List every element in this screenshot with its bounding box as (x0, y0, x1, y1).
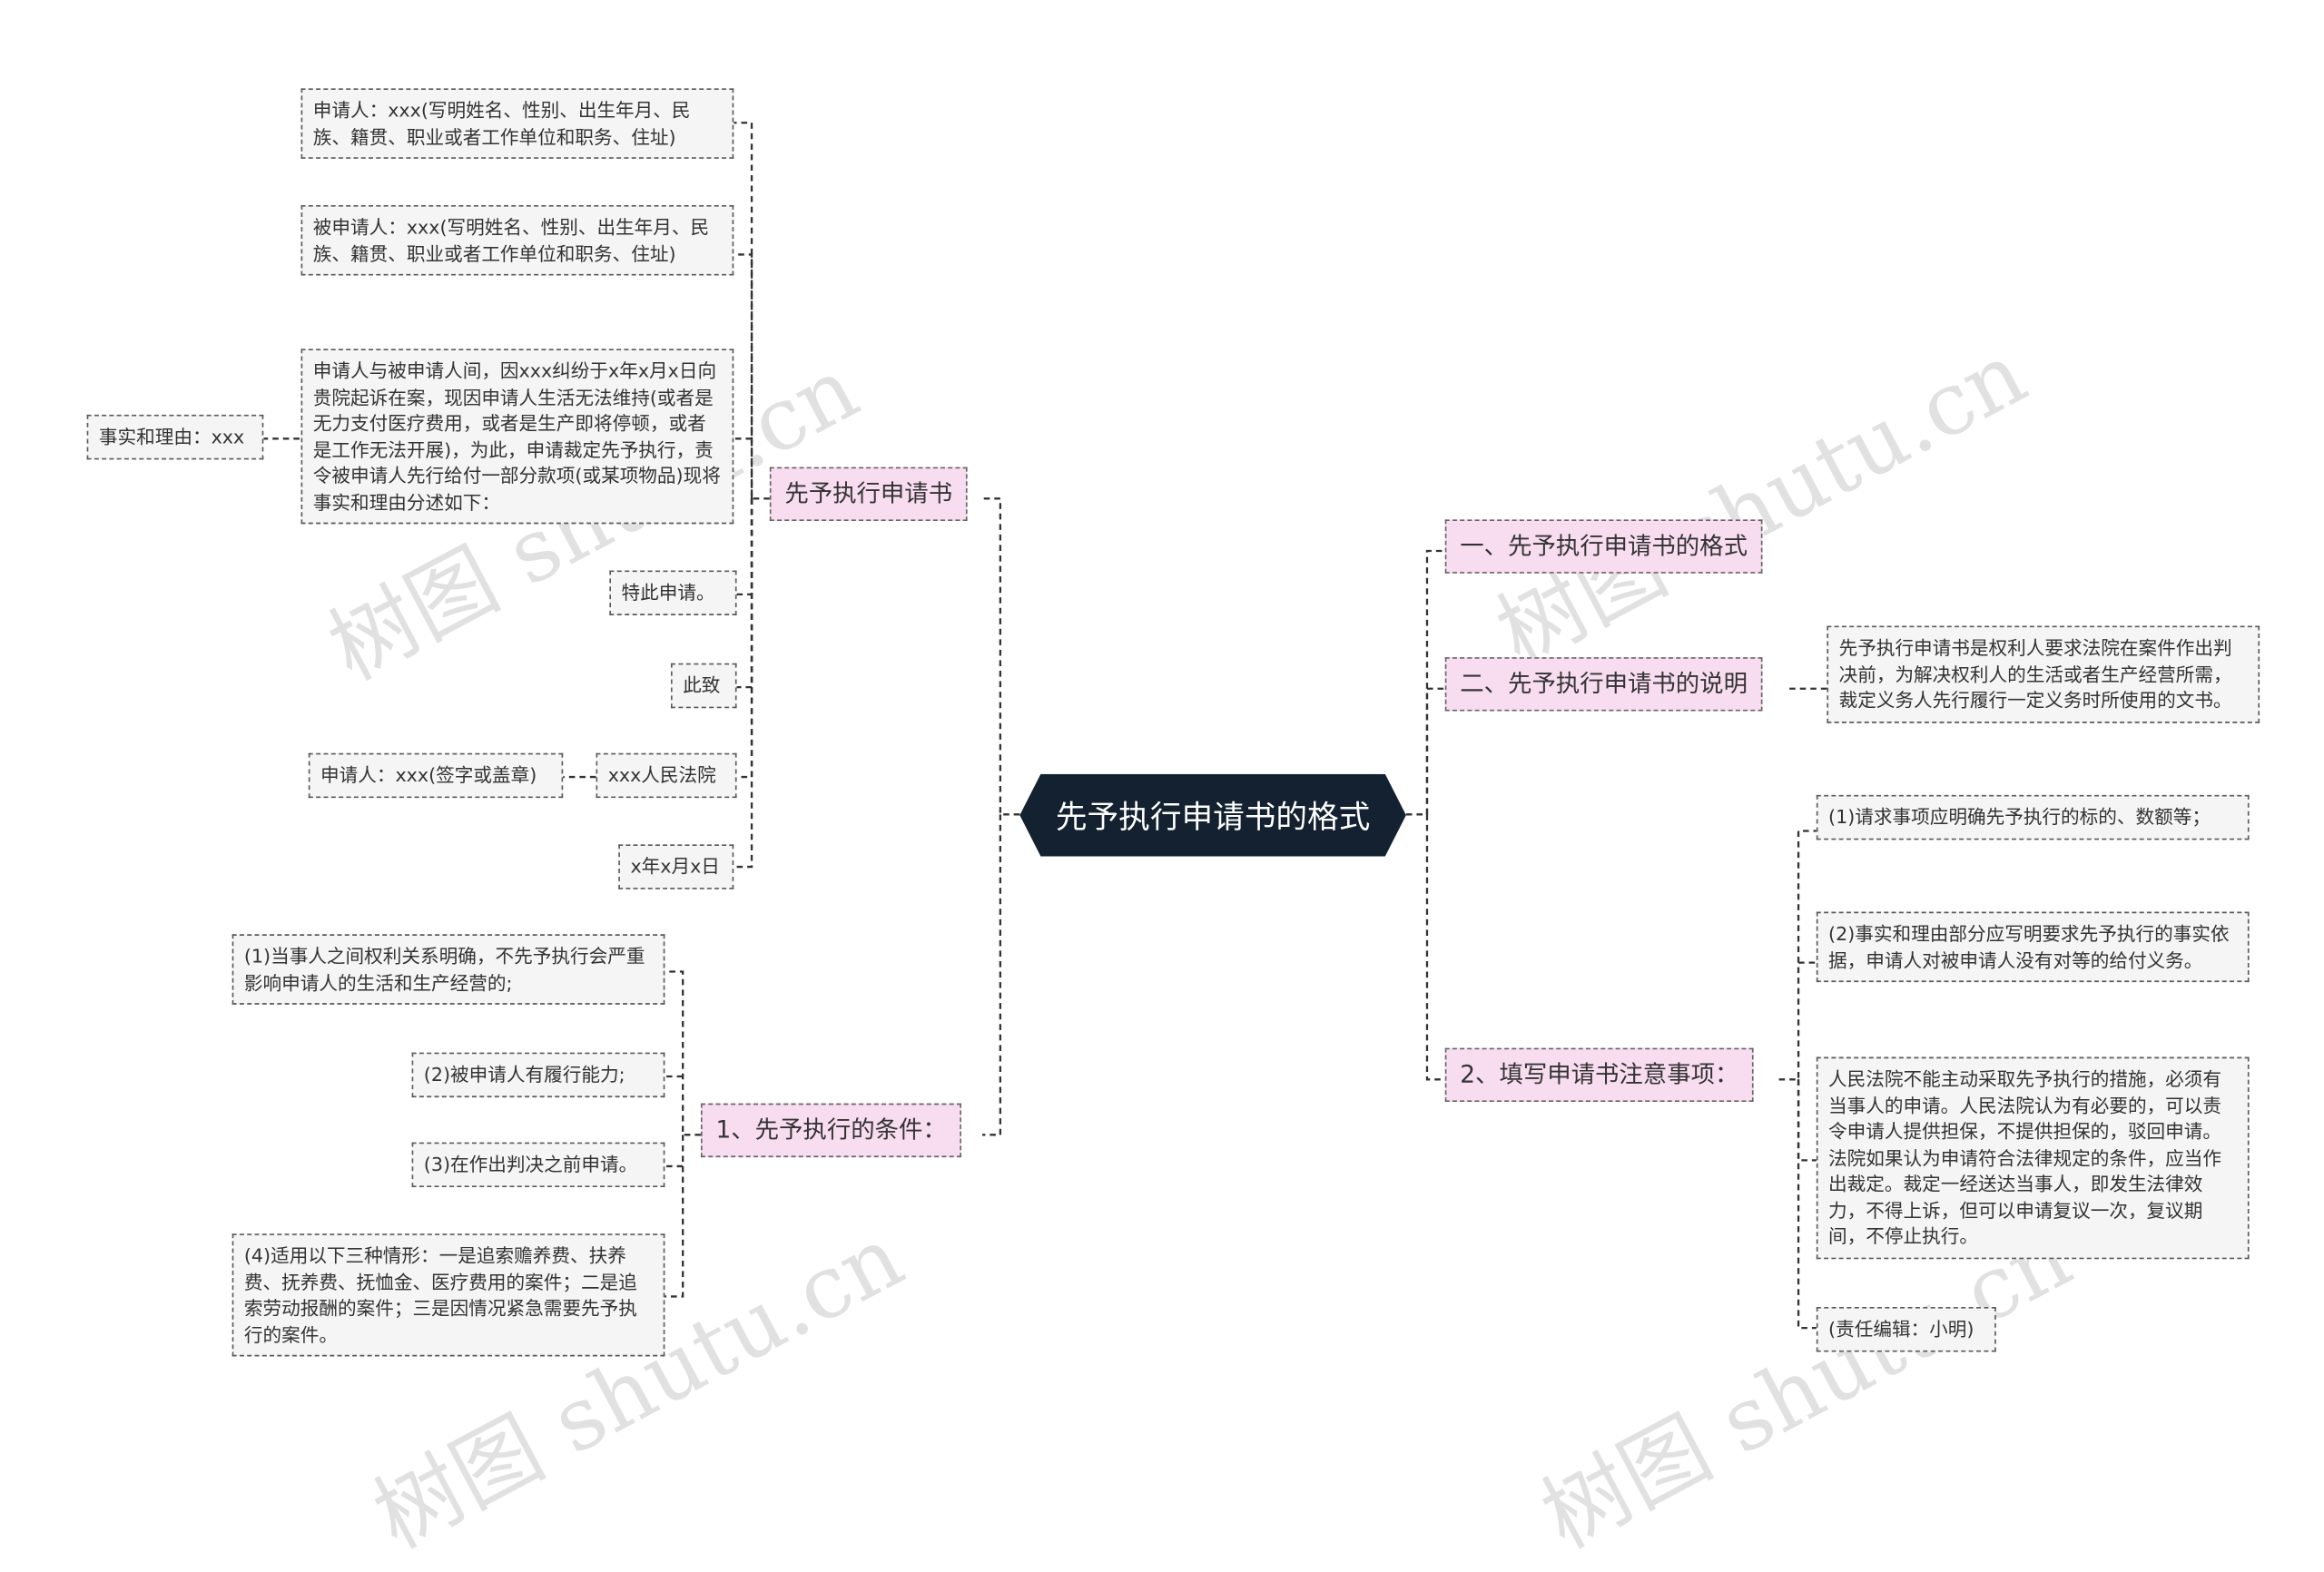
branch-explain[interactable]: 二、先予执行申请书的说明 (1444, 657, 1763, 712)
branch-conditions[interactable]: 1、先予执行的条件： (700, 1103, 962, 1158)
condition-3[interactable]: (3)在作出判决之前申请。 (411, 1142, 665, 1187)
editor-note[interactable]: (责任编辑：小明) (1816, 1307, 1996, 1351)
condition-1[interactable]: (1)当事人之间权利关系明确，不先予执行会严重影响申请人的生活和生产经营的; (231, 934, 665, 1005)
respondent-info[interactable]: 被申请人：xxx(写明姓名、性别、出生年月、民族、籍贯、职业或者工作单位和职务、… (300, 204, 734, 276)
applicant-info[interactable]: 申请人：xxx(写明姓名、性别、出生年月、民族、籍贯、职业或者工作单位和职务、住… (300, 88, 734, 159)
note-2[interactable]: (2)事实和理由部分应写明要求先予执行的事实依据，申请人对被申请人没有对等的给付… (1816, 911, 2250, 983)
condition-4[interactable]: (4)适用以下三种情形：一是追索赡养费、扶养费、抚养费、抚恤金、医疗费用的案件；… (231, 1233, 665, 1357)
note-1[interactable]: (1)请求事项应明确先予执行的标的、数额等； (1816, 794, 2250, 840)
branch-application[interactable]: 先予执行申请书 (769, 467, 968, 522)
salutation[interactable]: 此致 (670, 663, 737, 708)
facts-and-reasons[interactable]: 事实和理由：xxx (86, 414, 264, 459)
condition-2[interactable]: (2)被申请人有履行能力; (411, 1052, 665, 1097)
explain-text[interactable]: 先予执行申请书是权利人要求法院在案件作出判决前，为解决权利人的生活或者生产经营所… (1827, 625, 2260, 722)
root-topic[interactable]: 先予执行申请书的格式 (1019, 774, 1406, 857)
note-3[interactable]: 人民法院不能主动采取先予执行的措施，必须有当事人的申请。人民法院认为有必要的，可… (1816, 1056, 2250, 1259)
closing-request[interactable]: 特此申请。 (609, 570, 737, 615)
mindmap-canvas: 树图 shutu.cn 树图 shutu.cn 树图 shutu.cn 树图 s… (86, 88, 2260, 1568)
branch-format[interactable]: 一、先予执行申请书的格式 (1444, 519, 1763, 574)
application-body[interactable]: 申请人与被申请人间，因xxx纠纷于x年x月x日向贵院起诉在案，现因申请人生活无法… (300, 349, 734, 525)
date[interactable]: x年x月x日 (618, 844, 734, 889)
court-name[interactable]: xxx人民法院 (596, 752, 737, 798)
connector-lines (263, 122, 1827, 1330)
branch-notes[interactable]: 2、填写申请书注意事项： (1444, 1047, 1754, 1103)
applicant-signature[interactable]: 申请人：xxx(签字或盖章) (308, 752, 564, 798)
